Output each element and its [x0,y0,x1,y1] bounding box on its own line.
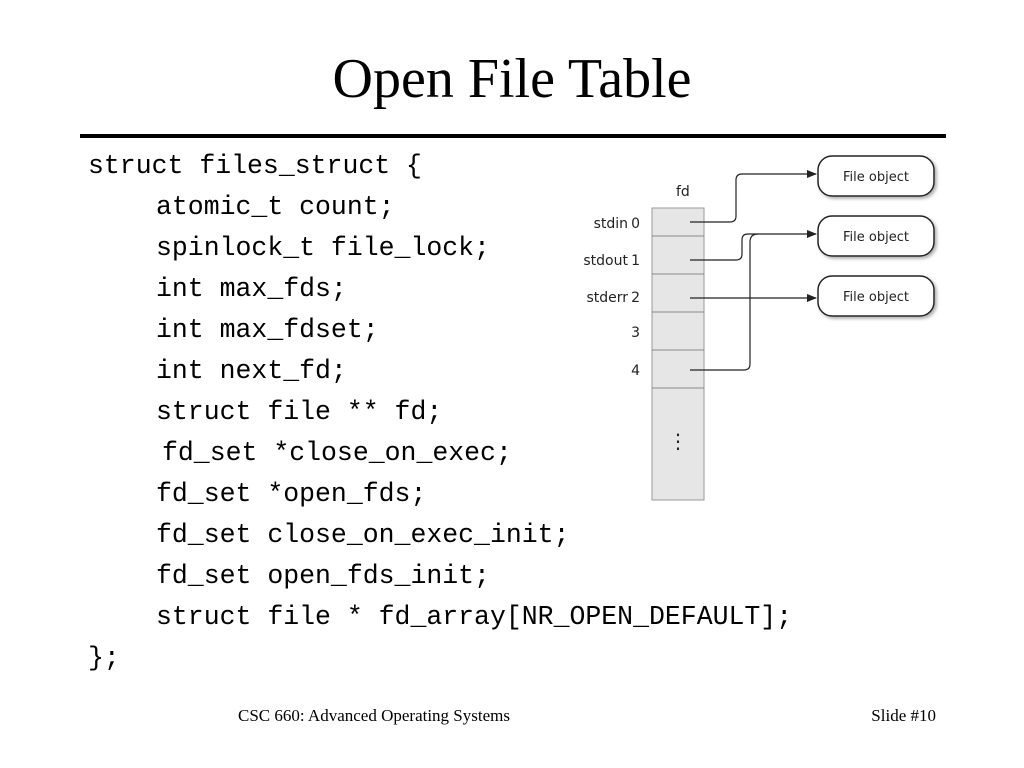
arrow-fd4-to-file-object [690,233,759,371]
fd-column-header: fd [676,184,690,200]
fd-index-3: 3 [631,325,640,341]
code-line: atomic_t count; [156,192,395,222]
fd-index-2: 2 [631,290,640,306]
title-divider [80,134,946,138]
file-object-label: File object [843,230,909,245]
code-line: }; [88,643,120,673]
code-line: int max_fds; [156,274,347,304]
code-line: struct files_struct { [88,151,422,181]
code-line: int next_fd; [156,356,347,386]
fd-label-stdin: stdin [594,216,628,232]
file-object-box [817,215,935,257]
file-object-box [817,155,935,197]
fd-array-diagram: fd ⋮ stdin 0 stdout 1 stderr 2 3 4 File … [572,150,950,502]
file-object-box [817,275,935,317]
slide-title: Open File Table [332,48,692,110]
fd-label-stderr: stderr [586,290,628,306]
code-line: fd_set open_fds_init; [156,561,490,591]
fd-array-column [651,207,705,501]
code-line: struct file ** fd; [156,397,443,427]
file-object-label: File object [843,170,909,185]
footer-course: CSC 660: Advanced Operating Systems [238,706,510,725]
code-line: fd_set *close_on_exec; [162,438,512,468]
arrow-stdout-to-file-object [690,230,817,261]
code-line: int max_fdset; [156,315,379,345]
code-line: spinlock_t file_lock; [156,233,490,263]
fd-index-4: 4 [631,363,640,379]
code-line: struct file * fd_array[NR_OPEN_DEFAULT]; [156,602,793,632]
code-line: fd_set close_on_exec_init; [156,520,570,550]
footer-slide-number: Slide #10 [871,706,936,725]
fd-index-0: 0 [631,216,640,232]
fd-index-1: 1 [631,253,640,269]
fd-array-svg: fd ⋮ stdin 0 stdout 1 stderr 2 3 4 File … [583,155,935,501]
arrow-stdin-to-file-object [690,170,817,223]
file-object-label: File object [843,290,909,305]
continuation-dots: ⋮ [668,429,688,453]
fd-label-stdout: stdout [583,253,628,269]
code-line: fd_set *open_fds; [156,479,427,509]
